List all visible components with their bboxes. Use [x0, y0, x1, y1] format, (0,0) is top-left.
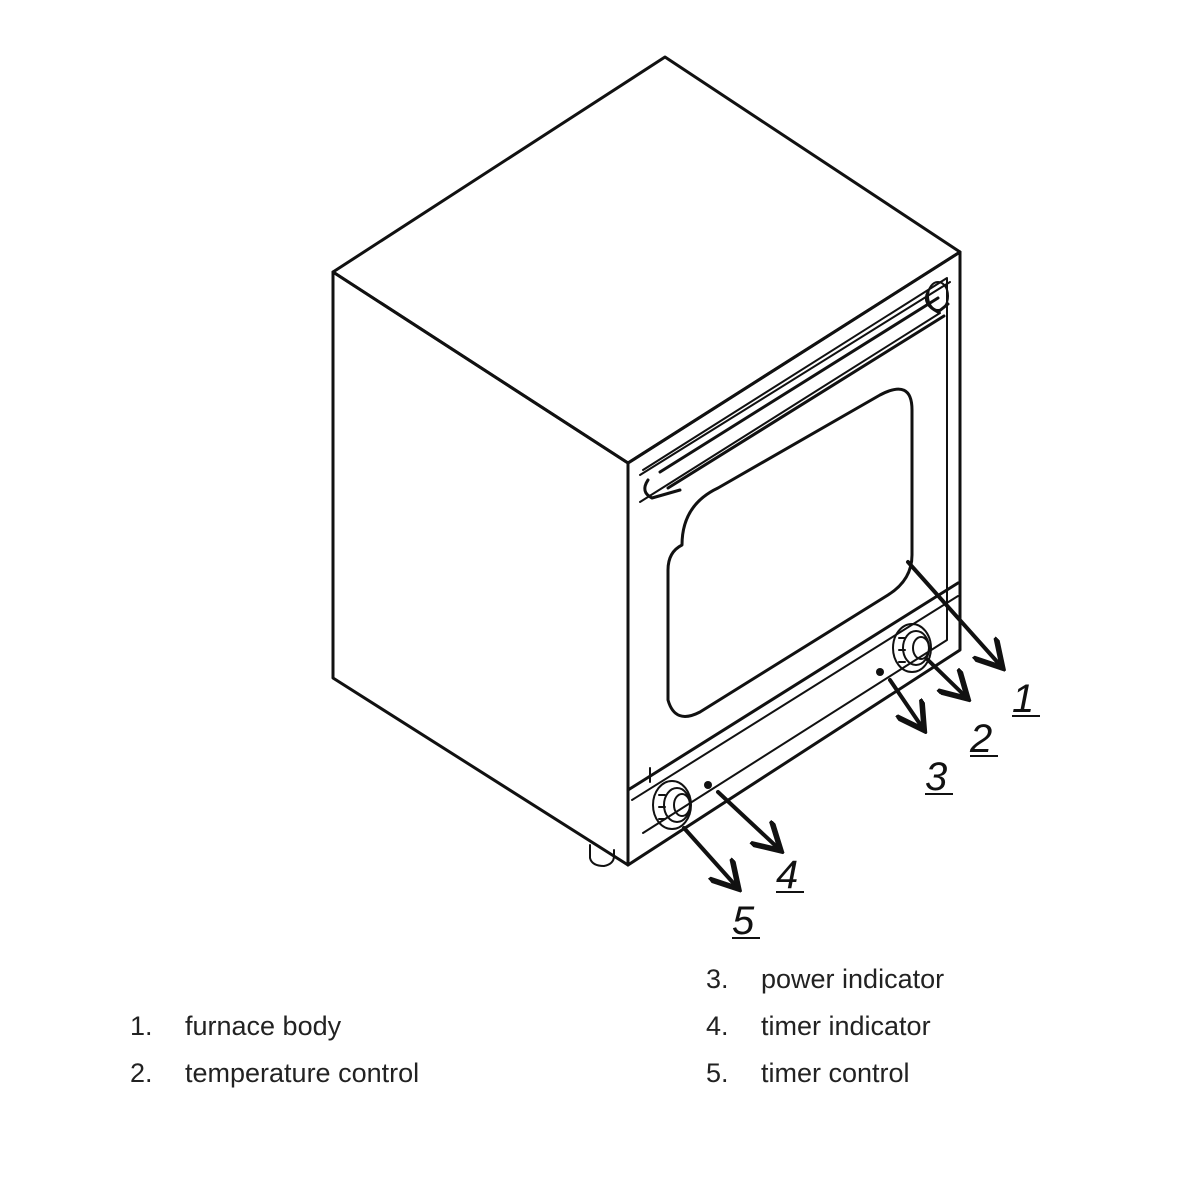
oven-front-face: [626, 250, 962, 867]
legend-text: timer control: [761, 1058, 910, 1088]
door-handle: [643, 281, 950, 500]
callout-2: 2: [969, 717, 998, 761]
legend-number: 1.: [130, 1011, 153, 1041]
door-top-edge: [639, 281, 951, 476]
callout-1: 1: [1012, 677, 1040, 721]
arrow-1: [906, 560, 1000, 665]
door-bottom-edge: [626, 581, 960, 792]
legend-item-5: 5. timer control: [706, 1057, 910, 1089]
callout-4: 4: [776, 853, 804, 897]
oven-side-face: [331, 270, 630, 867]
legend-number: 5.: [706, 1058, 729, 1088]
control-strip-top: [631, 595, 959, 801]
temperature-control-knob: [892, 623, 932, 673]
callout-number: 5: [732, 899, 755, 943]
door-top-band: [639, 312, 941, 503]
arrow-3: [888, 678, 922, 727]
legend-text: power indicator: [761, 964, 945, 994]
callout-number: 1: [1012, 677, 1034, 721]
callout-number: 2: [969, 717, 992, 761]
legend-text: temperature control: [185, 1058, 420, 1088]
legend-item-3: 3. power indicator: [706, 963, 944, 995]
legend-number: 3.: [706, 964, 729, 994]
callout-number: 4: [776, 853, 798, 897]
arrow-5: [682, 826, 736, 886]
arrow-4: [716, 790, 778, 848]
legend-item-1: 1. furnace body: [130, 1010, 341, 1042]
arrow-2: [926, 658, 965, 696]
callout-3: 3: [925, 755, 953, 799]
legend-text: timer indicator: [761, 1011, 931, 1041]
legend-item-2: 2. temperature control: [130, 1057, 419, 1089]
legend-item-4: 4. timer indicator: [706, 1010, 931, 1042]
callout-number: 3: [925, 755, 947, 799]
oven-foot: [589, 844, 615, 867]
door-window: [666, 387, 914, 718]
legend-number: 2.: [130, 1058, 153, 1088]
callout-5: 5: [732, 899, 760, 943]
power-indicator-light: [876, 668, 884, 676]
legend-number: 4.: [706, 1011, 729, 1041]
furnace-body: [331, 55, 962, 867]
timer-control-knob: [652, 780, 692, 830]
timer-indicator-light: [704, 781, 712, 789]
legend-text: furnace body: [185, 1011, 342, 1041]
front-panel-rim: [642, 277, 948, 834]
